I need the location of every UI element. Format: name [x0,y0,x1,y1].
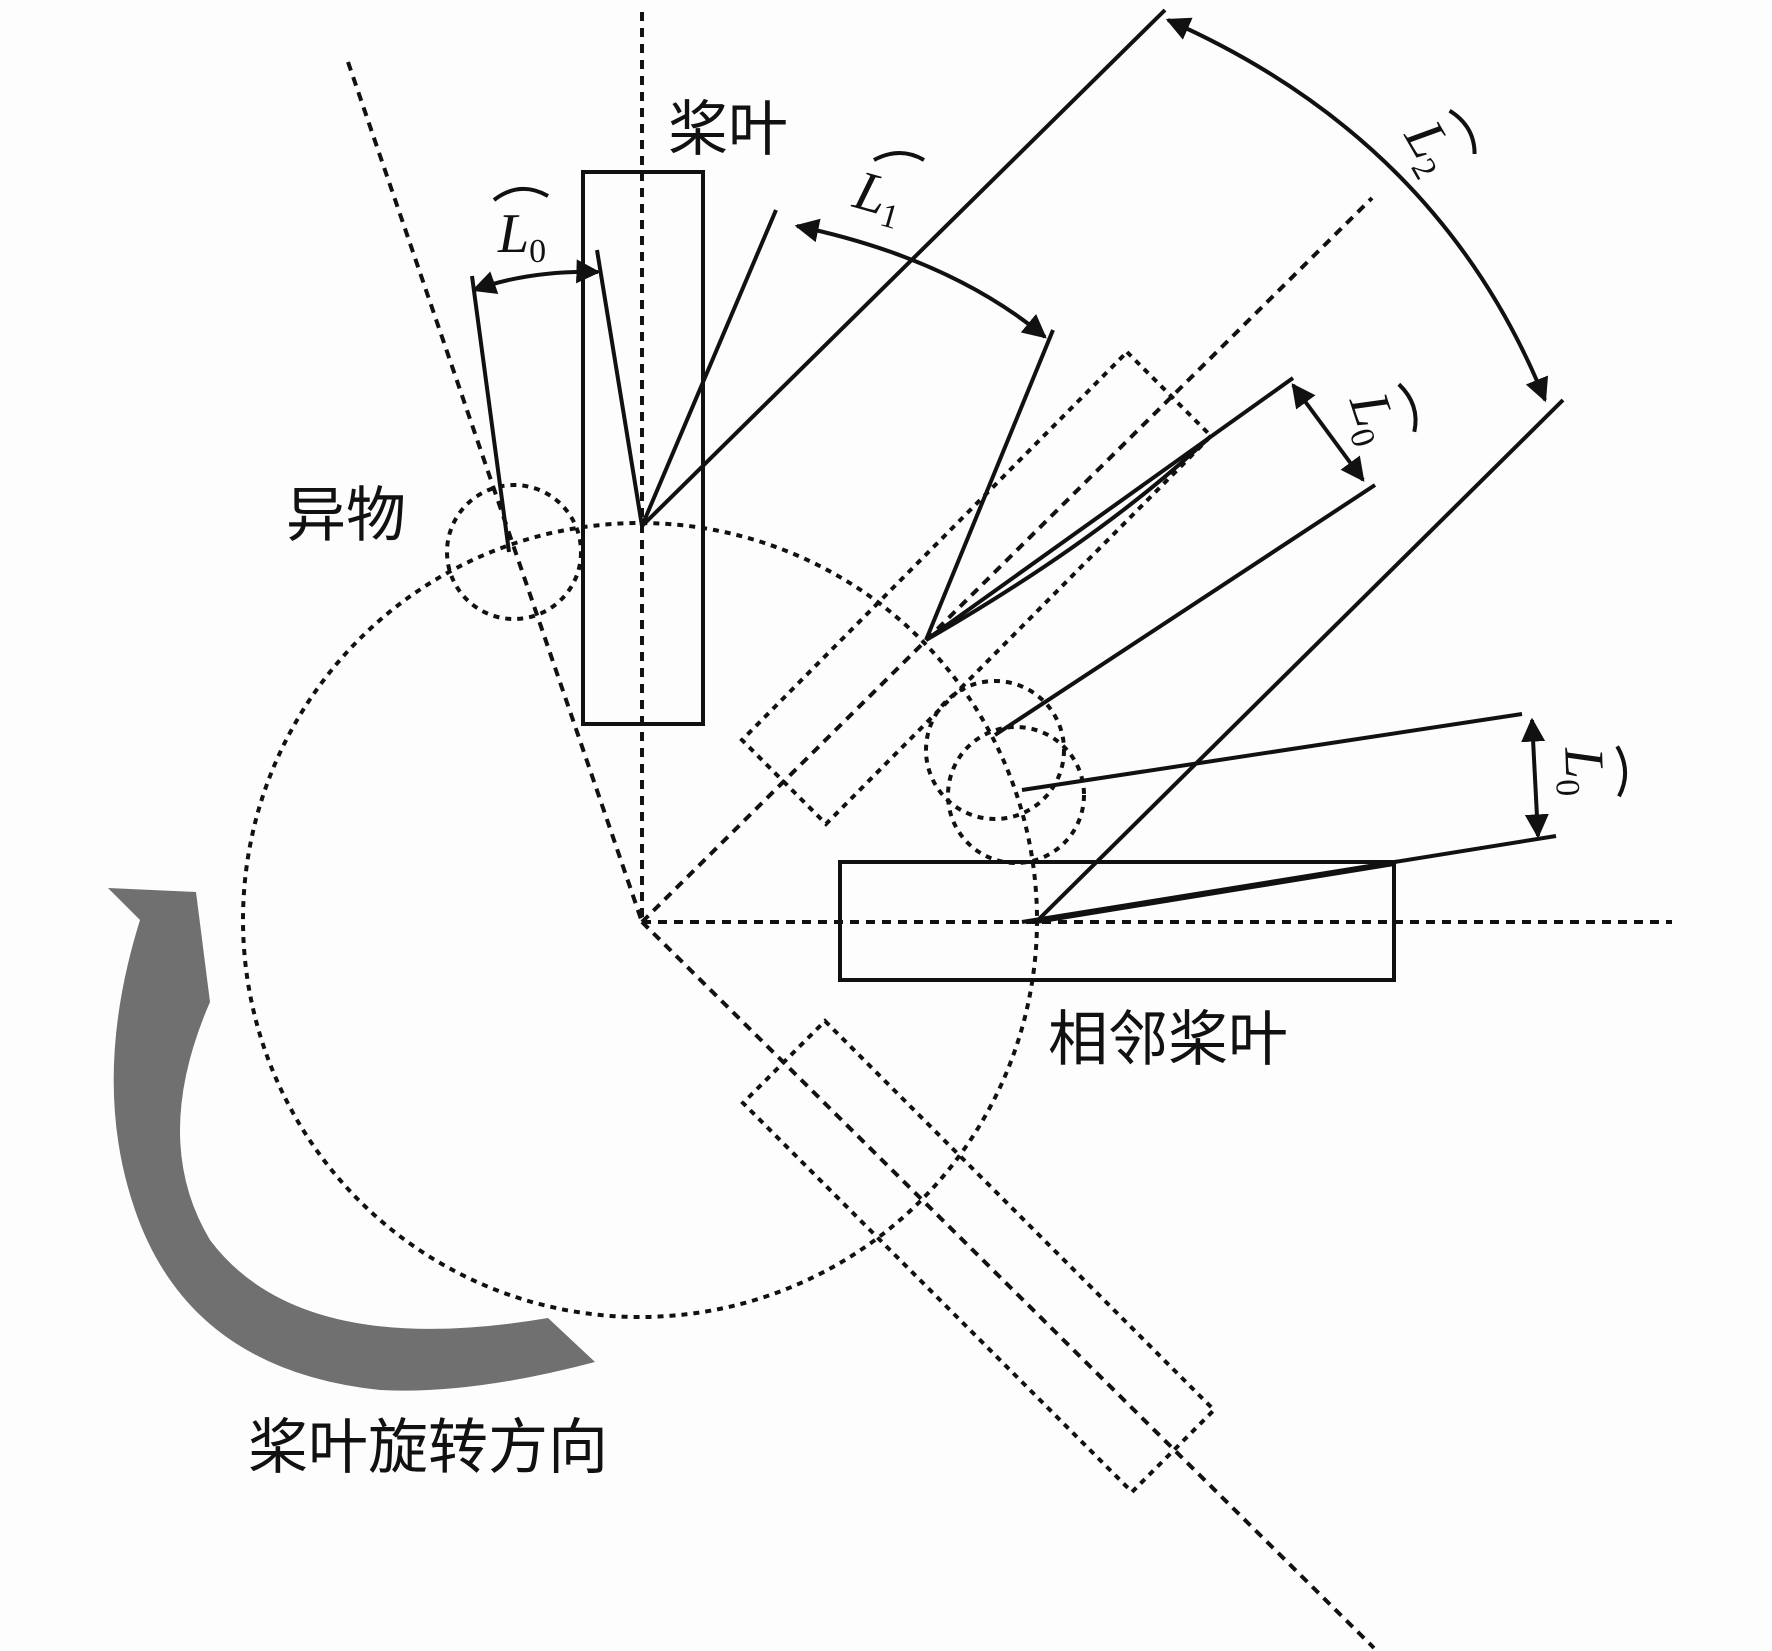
svg-text:L0: L0 [1332,384,1411,451]
foreign-object-label: 异物 [286,481,406,551]
dim-l0-right: L0 [1547,745,1628,798]
foreign-object-circle-mid [924,679,1066,821]
blade-dashed-diagonal [739,349,1214,827]
adjacent-blade-label: 相邻桨叶 [1048,1005,1288,1075]
blade-rect [581,170,705,726]
foreign-object-circle-top [445,483,583,621]
dim-l0-top: L0 [492,187,549,270]
rotation-direction-label: 桨叶旋转方向 [248,1413,608,1483]
adjacent-blade-rect [838,860,1396,982]
svg-text:L1: L1 [845,159,911,237]
svg-text:L0: L0 [497,203,546,270]
reference-lines [346,12,1672,1650]
dim-l1: L1 [845,151,926,237]
dimension-arrows [471,17,1549,839]
rotation-direction-arrow [108,888,595,1391]
svg-text:L0: L0 [1547,745,1616,796]
dim-l0-mid: L0 [1332,382,1418,452]
foreign-object-circle-low [946,725,1086,865]
blade-label: 桨叶 [668,95,788,165]
